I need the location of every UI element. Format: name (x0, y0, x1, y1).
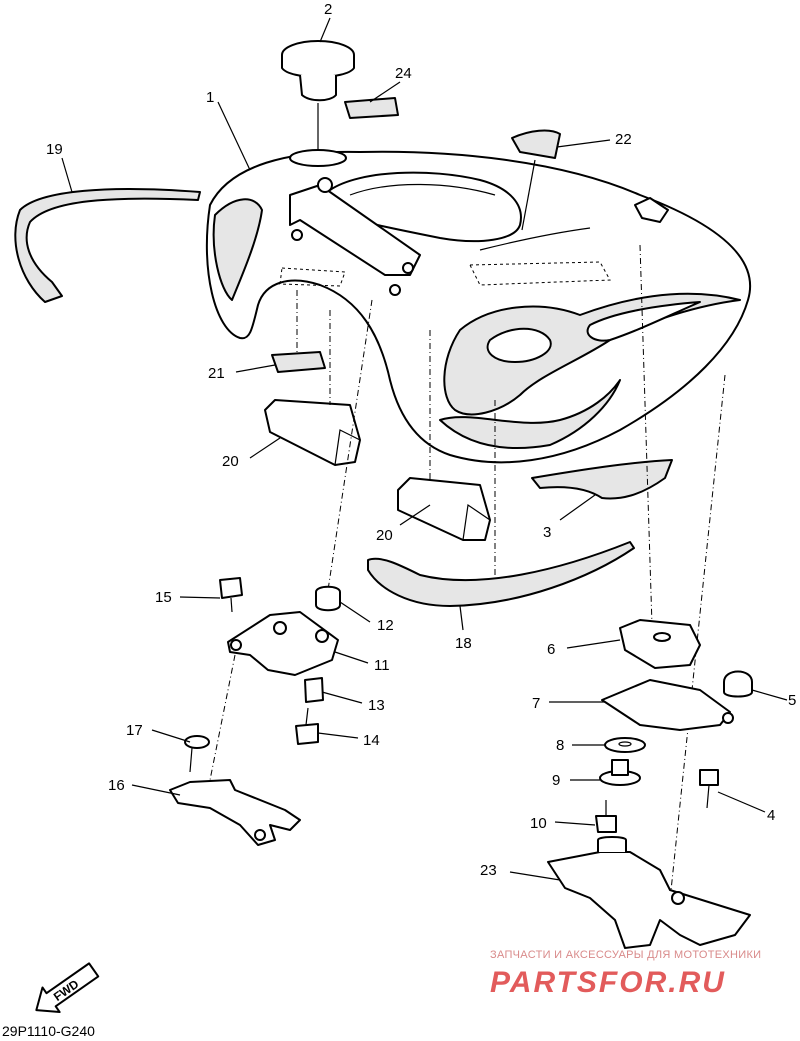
callout-7: 7 (532, 695, 540, 712)
callout-2: 2 (324, 1, 332, 18)
callout-19: 19 (46, 141, 63, 158)
side-panel (14, 188, 201, 303)
bottom-strip (367, 541, 635, 607)
left-mount-assembly (169, 299, 373, 846)
callout-17: 17 (126, 722, 143, 739)
callout-6: 6 (547, 641, 555, 658)
right-mount-assembly (547, 244, 753, 949)
watermark-logo: PARTSFOR.RU (490, 966, 726, 999)
damper-block-a (264, 399, 361, 466)
callout-20-b: 20 (376, 527, 393, 544)
pad-small (271, 351, 326, 373)
callout-3: 3 (543, 524, 551, 541)
callout-15: 15 (155, 589, 172, 606)
callout-13: 13 (368, 697, 385, 714)
callout-10: 10 (530, 815, 547, 832)
fuel-tank (205, 149, 751, 464)
fuel-cap (281, 40, 355, 102)
callout-21: 21 (208, 365, 225, 382)
callout-20-a: 20 (222, 453, 239, 470)
callout-11: 11 (374, 657, 390, 674)
callout-labels: 2 24 1 19 22 21 20 20 3 18 15 12 11 13 1… (46, 1, 796, 879)
callout-1: 1 (206, 89, 214, 106)
diagram-code: 29P1110-G240 (2, 1023, 95, 1039)
callout-4: 4 (767, 807, 775, 824)
callout-9: 9 (552, 772, 560, 789)
callout-14: 14 (363, 732, 380, 749)
trim-panel (531, 459, 673, 500)
fwd-arrow: FWD (35, 962, 100, 1014)
callout-8: 8 (556, 737, 564, 754)
watermark-tagline: ЗАПЧАСТИ И АКСЕССУАРЫ ДЛЯ МОТОТЕХНИКИ (490, 949, 761, 961)
callout-16: 16 (108, 777, 125, 794)
callout-12: 12 (377, 617, 394, 634)
callout-24: 24 (395, 65, 412, 82)
leader-lines (61, 17, 788, 881)
callout-22: 22 (615, 131, 632, 148)
callout-5: 5 (788, 692, 796, 709)
callout-23: 23 (480, 862, 497, 879)
callout-18: 18 (455, 635, 472, 652)
damper-block-b (397, 477, 491, 541)
emblem (511, 129, 561, 159)
label-plate (344, 97, 399, 119)
